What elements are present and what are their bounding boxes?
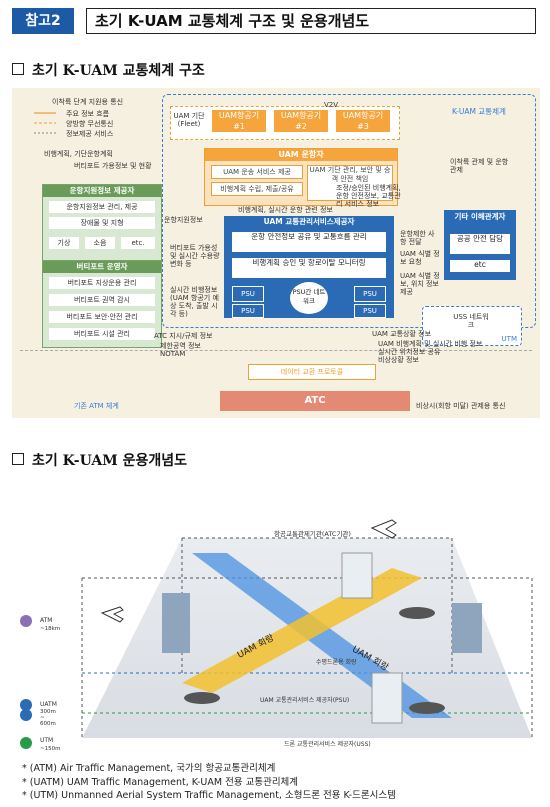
support-title: 운항지원정보 제공자 (43, 185, 161, 197)
level-altitude: ~18km (40, 626, 61, 632)
operator-item: UAM 운송 서비스 제공 (211, 165, 303, 179)
flow-label: UAM 식별 정보 요청 (400, 250, 440, 266)
footnote: * (UTM) Unmanned Aerial System Traffic M… (22, 790, 396, 801)
legend-item: 정보제공 서비스 (66, 130, 114, 138)
drone-corridor-label: 수평드론용 회랑 (316, 659, 357, 666)
concept-diagram: 항공교통관제기관(ATC기관) UAM 회랑 UAM 회랑 수평드론용 회랑 U… (12, 483, 540, 758)
utm-label: UTM (501, 335, 517, 343)
level-altitude: 300m ~ 600m (40, 709, 56, 727)
page-title: 초기 K-UAM 교통체계 구조 및 운용개념도 (86, 8, 536, 34)
psu-network: PSU간 네트워크 (290, 282, 328, 314)
flow-label: 실시간 위치정보 공유 (378, 348, 441, 356)
flow-label: NOTAM (160, 350, 186, 358)
pssu-panel: UAM 교통관리서비스제공자 운항 안전정보 공유 및 교통흐름 관리 비행계획… (224, 216, 394, 318)
flow-label: 비행계획, 기단운항계획 (44, 150, 113, 158)
flow-label: 이착륙 관제 및 운항 관제 (450, 158, 509, 174)
footnotes: * (ATM) Air Traffic Management, 국가의 항공교통… (22, 762, 396, 803)
stakeholder-panel: 기타 이해관계자 공공 안전 담당 etc (444, 210, 516, 280)
vertiport-item: 버티포트 보안·안전 관리 (49, 311, 155, 323)
atm-area (20, 350, 532, 417)
aircraft-3: UAM항공기 #3 (336, 110, 390, 132)
section-1-heading: 초기 K-UAM 교통체계 구조 (12, 60, 205, 80)
psu-node: PSU (354, 304, 386, 318)
vertiport-panel: 버티포트 운영자 버티포트 지상운용 관리 버티포트 권역 감시 버티포트 보안… (42, 260, 162, 348)
operator-item: 비행계획 수립, 제출/공유 (211, 182, 303, 196)
stakeholder-item: etc (450, 260, 510, 272)
vertiport-item: 버티포트 시설 관리 (49, 328, 155, 340)
aircraft-2: UAM항공기 #2 (274, 110, 328, 132)
uss-label: USS 네트워크 (453, 313, 489, 329)
stakeholder-item: 공공 안전 담당 (450, 234, 510, 254)
section-1-title: 초기 K-UAM 교통체계 구조 (32, 63, 205, 79)
section-2-title: 초기 K-UAM 운용개념도 (32, 453, 188, 469)
psu-node: PSU (354, 286, 386, 302)
section-2-heading: 초기 K-UAM 운용개념도 (12, 450, 187, 470)
pssu-title: UAM 교통관리서비스제공자 (263, 217, 355, 226)
checkbox-square-icon (12, 63, 24, 75)
aircraft-1: UAM항공기 #1 (212, 110, 266, 132)
level-name: UTM (40, 737, 54, 744)
pssu-item: 비행계획 승인 및 항로이탈 모니터링 (232, 258, 386, 278)
legend-item: 양방향 무선통신 (66, 120, 114, 128)
flow-label: ATC 지시/규제 정보 (154, 332, 213, 340)
support-panel: 운항지원정보 제공자 운항지원정보 관리, 제공 장애물 및 지형 기상 소음 … (42, 184, 162, 272)
atc-box: ATC (220, 391, 410, 411)
flow-label: UAM 식별 정보, 위치 정보 제공 (400, 272, 440, 296)
footnote: * (UATM) UAM Traffic Management, K-UAM 전… (22, 776, 299, 788)
legend-arrows (34, 112, 56, 134)
flow-label: UAM 교통상황 정보 (372, 330, 432, 338)
psu-label: UAM 교통관리서비스 제공자(PSU) (260, 697, 350, 704)
uss-label: 드론 교통관리서비스 제공자(USS) (284, 741, 371, 748)
support-item: 소음 (85, 237, 115, 249)
flow-label: 버티포트 가용정보 및 현황 (74, 162, 152, 170)
legend-item: 이착륙 단계 지원용 통신 (52, 98, 124, 106)
flow-label: 실시간 비행정보 (UAM 항공기 예상 도착, 출발 시각 등) (170, 286, 219, 318)
psu-node: PSU (232, 286, 264, 302)
flow-label: 운항제한 사항 전달 (400, 230, 435, 246)
operator-panel: UAM 운항자 UAM 운송 서비스 제공 비행계획 수립, 제출/공유 UAM… (204, 148, 398, 206)
concept-illustration (20, 519, 533, 749)
pssu-item: 운항 안전정보 공유 및 교통흐름 관리 (232, 232, 386, 252)
flow-label: 운항지원정보 (164, 216, 203, 224)
support-item: 장애물 및 지형 (49, 217, 155, 229)
k-uam-frame (162, 94, 536, 328)
vertiport-item: 버티포트 권역 감시 (49, 294, 155, 306)
v2v-label: V2V (324, 101, 339, 109)
flow-label: UAM 비행계획 및 실시간 비행 정보 (378, 340, 483, 348)
page-header: 참고2 초기 K-UAM 교통체계 구조 및 운용개념도 (12, 8, 536, 34)
frame-label: K-UAM 교통체계 (452, 107, 506, 116)
vertiport-title: 버티포트 운영자 (43, 261, 161, 273)
flow-label: 버티포트 가용성 및 실시간 수용량 변화 등 (170, 244, 220, 268)
psu-node: PSU (232, 304, 264, 318)
flow-label: 조정/승인된 비행계획, 운항 안전정보, 교통관리 서비스 정보 (336, 184, 401, 208)
structure-diagram: K-UAM 교통체계 이착륙 단계 지원용 통신 주요 정보 흐름 양방향 무선… (12, 88, 540, 418)
support-item: 기상 (49, 237, 79, 249)
flow-label: 비행계획, 실시간 운항 관련 정보 (238, 206, 333, 214)
support-item: etc. (121, 237, 155, 249)
atm-region-label: 기존 ATM 체계 (74, 402, 119, 410)
flow-label: 비상상황 정보 (378, 356, 419, 364)
legend-item: 주요 정보 흐름 (66, 110, 110, 118)
operator-title: UAM 운항자 (205, 149, 397, 161)
flow-label: 비상시(회항 미달) 관제용 통신 (416, 402, 506, 410)
level-name: UATM (40, 701, 57, 708)
support-item: 운항지원정보 관리, 제공 (49, 201, 155, 213)
level-altitude: ~150m (40, 746, 61, 752)
reference-tag: 참고2 (12, 8, 74, 34)
atc-label: 항공교통관제기관(ATC기관) (274, 530, 351, 538)
vertiport-item: 버티포트 지상운용 관리 (49, 277, 155, 289)
data-exchange-label: 데이터 교환 프로토콜 (248, 364, 376, 380)
fleet-label: UAM 기단 (Fleet) (173, 112, 205, 128)
footnote: * (ATM) Air Traffic Management, 국가의 항공교통… (22, 763, 276, 774)
flow-label: 제한공역 정보 (160, 342, 201, 350)
uss-box: USS 네트워크 UTM (422, 306, 522, 346)
operator-item: UAM 기단 관리, 보안 및 승객 안전 책임 (307, 165, 393, 201)
stakeholder-title: 기타 이해관계자 (454, 212, 506, 221)
level-name: ATM (40, 617, 53, 624)
checkbox-square-icon (12, 453, 24, 465)
